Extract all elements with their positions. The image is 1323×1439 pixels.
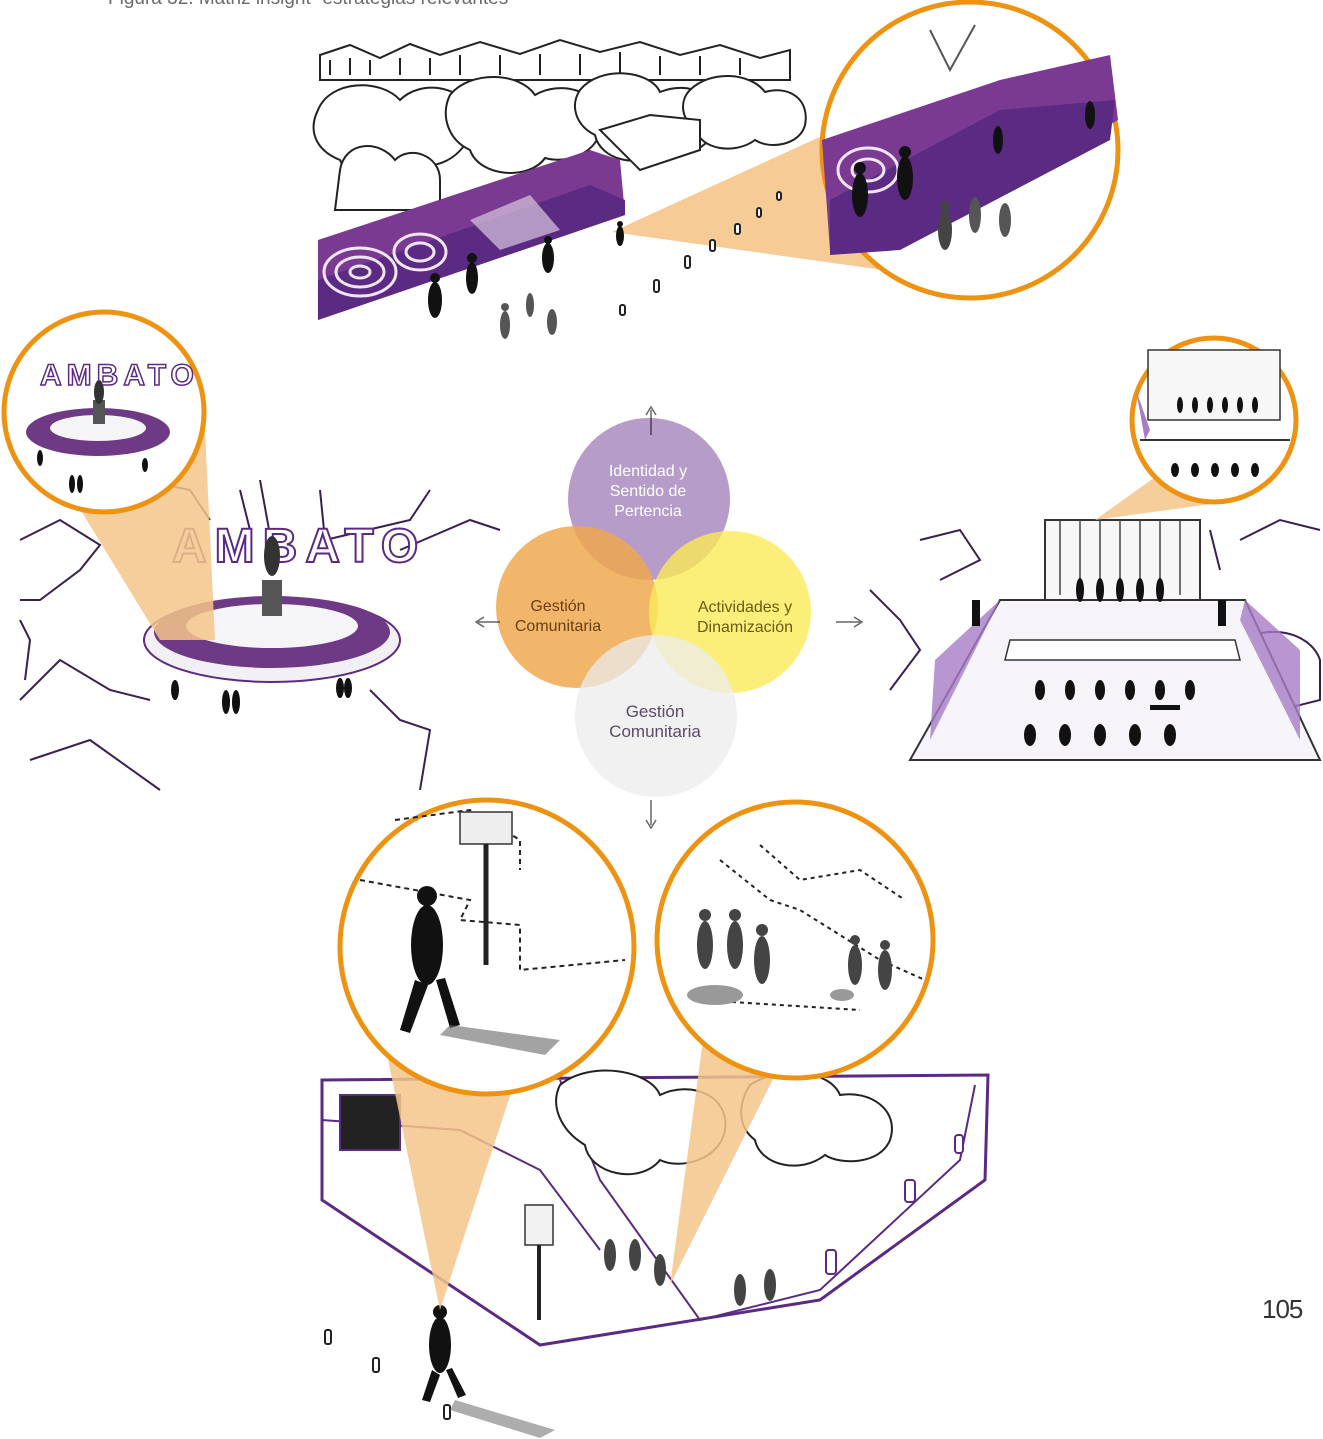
arrow-down-icon [646, 800, 656, 828]
venn-label-gestion-left: Gestión Comunitaria [508, 597, 608, 637]
venn-label-gestion-bottom: Gestión Comunitaria [590, 702, 720, 742]
park-scene [322, 800, 988, 1438]
monument-scene: AMBATO AMBATO [4, 312, 500, 790]
arrow-right-icon [836, 617, 862, 627]
venn-label-identidad: Identidad y Sentido de Pertencia [598, 462, 698, 522]
arrow-left-icon [476, 617, 500, 627]
svg-text:AMBATO: AMBATO [40, 359, 199, 392]
mural-scene [314, 2, 1118, 339]
page-number: 105 [1262, 1294, 1302, 1325]
concert-scene [870, 338, 1320, 760]
venn-label-actividades: Actividades y Dinamización [680, 598, 810, 638]
